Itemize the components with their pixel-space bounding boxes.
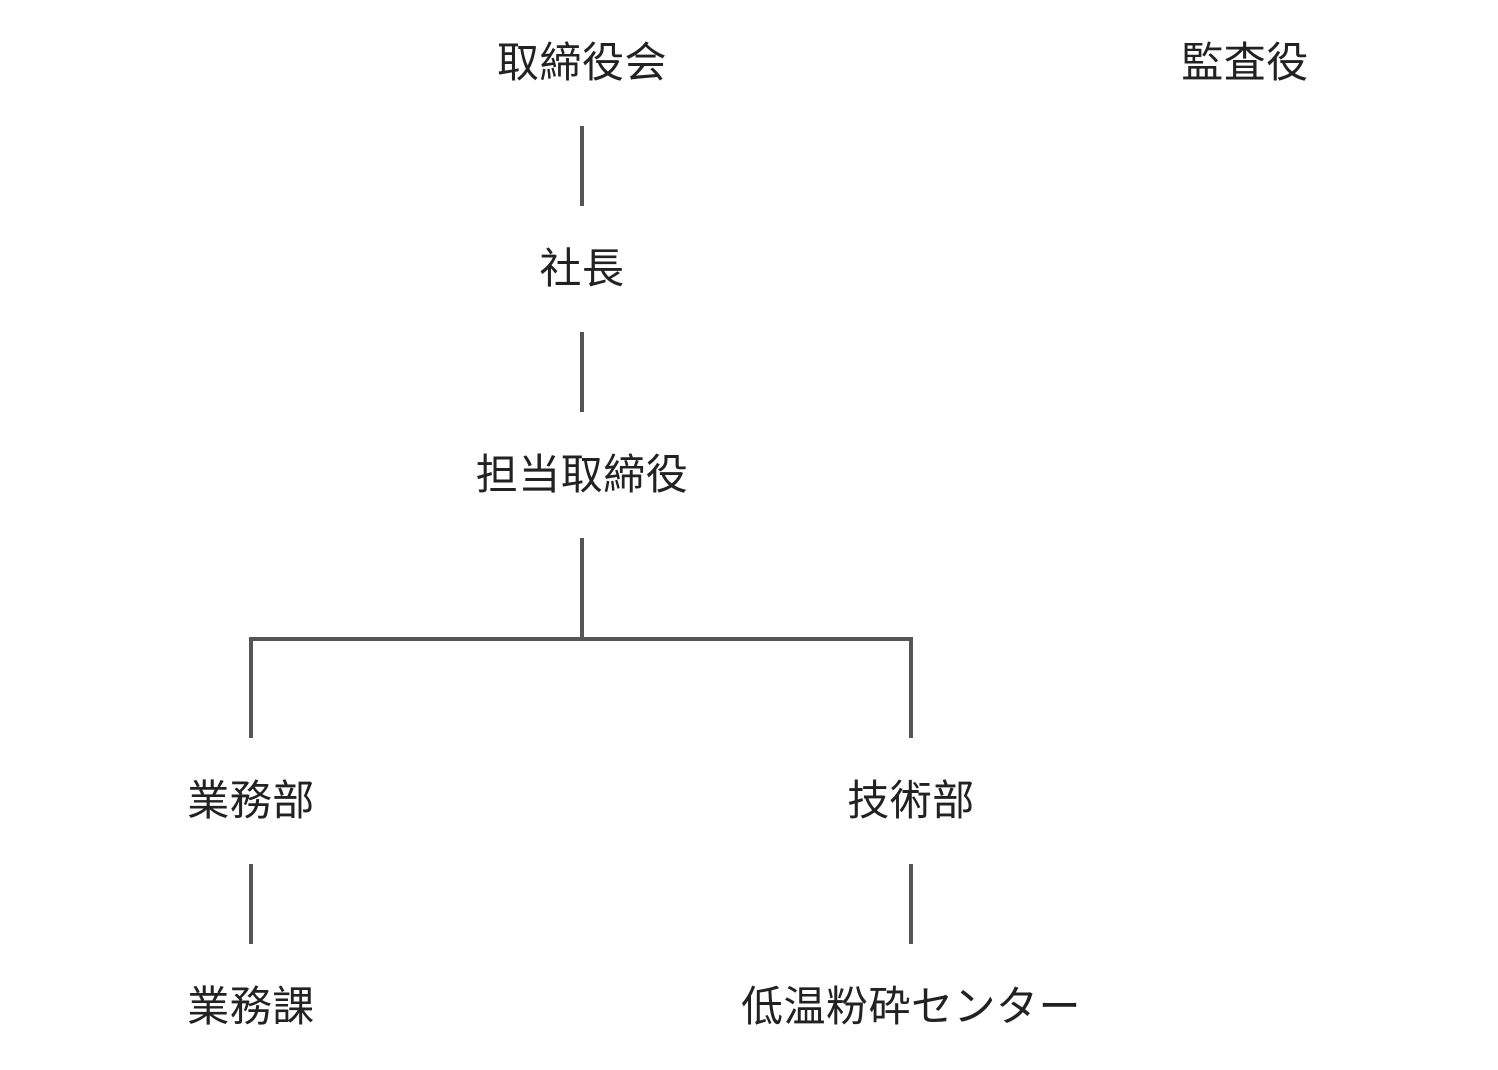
node-department-gyomubu: 業務部 — [187, 776, 315, 825]
node-department-gijutsubu: 技術部 — [847, 776, 975, 825]
node-president: 社長 — [539, 244, 625, 293]
node-auditor: 監査役 — [1181, 38, 1309, 87]
connector-branch-bar — [249, 637, 913, 738]
node-section-gyomuka: 業務課 — [187, 982, 315, 1031]
node-board: 取締役会 — [496, 38, 668, 87]
node-director-in-charge: 担当取締役 — [475, 450, 689, 499]
node-section-cryogenic-center: 低温粉砕センター — [740, 982, 1082, 1031]
